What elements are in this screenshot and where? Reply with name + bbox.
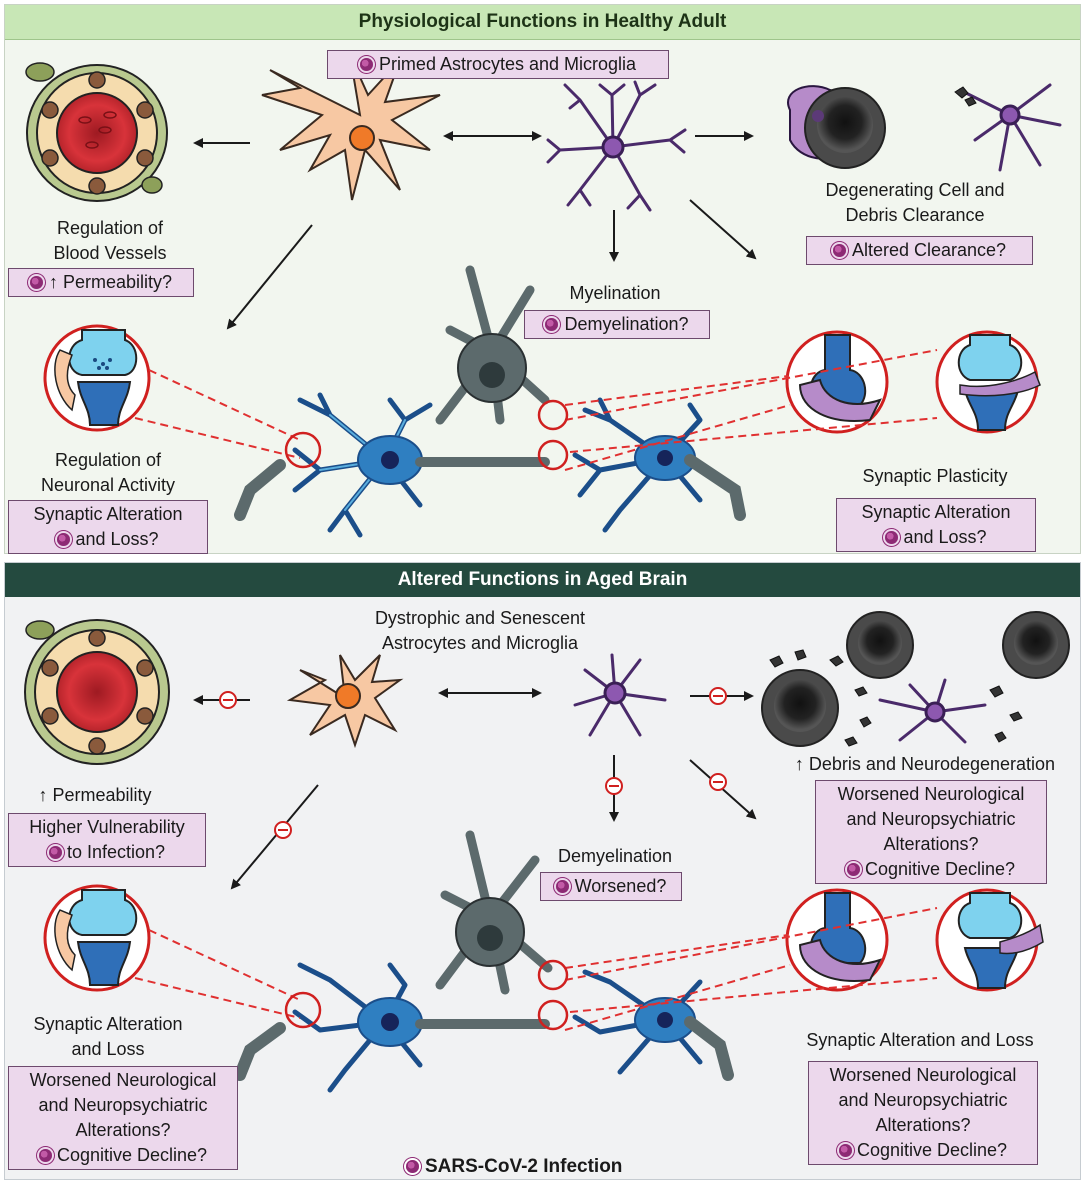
synapse-dashes-aged	[134, 907, 938, 1031]
oligodendrocyte-healthy	[435, 265, 550, 425]
syn-alt-right-line-2: and Loss?	[903, 527, 987, 547]
syn-alt-loss-line-1: Synaptic Alteration	[33, 1014, 183, 1034]
virus-icon	[406, 1160, 419, 1173]
higher-vuln-line-1: Higher Vulnerability	[29, 817, 185, 837]
legend: SARS-CoV-2 Infection	[406, 1156, 622, 1178]
virus-icon	[846, 863, 860, 876]
syn-alt-loss-line-2: and Loss	[71, 1039, 145, 1059]
microglia-healthy	[546, 80, 687, 212]
syn-alt-left-line-1: Synaptic Alteration	[33, 504, 183, 524]
primed-glia-box: Primed Astrocytes and Microglia	[327, 50, 669, 79]
degenerating-label: Degenerating Cell and Debris Clearance	[780, 178, 1050, 228]
degenerating-cell-healthy	[787, 85, 886, 169]
synapse-zoom-mid-aged	[785, 888, 889, 992]
altered-clearance-box: Altered Clearance?	[806, 236, 1033, 265]
permeability-question-box: ↑ Permeability?	[8, 268, 194, 297]
myelination-label: Myelination	[569, 283, 661, 303]
virus-icon	[555, 880, 569, 893]
worsened-l-line-4: Cognitive Decline?	[56, 1145, 208, 1165]
worsened-right-bottom-box: Worsened Neurological and Neuropsychiatr…	[808, 1061, 1038, 1165]
synaptic-alteration-loss-left-label: Synaptic Alteration and Loss	[8, 1012, 208, 1062]
synapse-zoom-left-aged	[43, 884, 151, 992]
microglia-aged	[573, 653, 667, 737]
dystrophic-line-1: Dystrophic and Senescent	[374, 608, 586, 628]
synapse-zoom-right-aged	[935, 888, 1044, 992]
virus-icon	[57, 533, 71, 546]
arrows-healthy	[193, 131, 757, 330]
worsened-rb-line-1: Worsened Neurological	[829, 1065, 1017, 1085]
aged-brain-banner: Altered Functions in Aged Brain	[5, 563, 1080, 597]
dystrophic-line-2: Astrocytes and Microglia	[381, 633, 579, 653]
higher-vulnerability-box: Higher Vulnerability to Infection?	[8, 813, 206, 867]
synaptic-plasticity-label: Synaptic Plasticity	[862, 466, 1008, 486]
worsened-r-line-2: and Neuropsychiatric	[846, 809, 1016, 829]
inhibition-icons	[219, 687, 727, 839]
virus-icon	[359, 58, 373, 71]
regulation-neuronal-activity-label: Regulation of Neuronal Activity	[8, 448, 208, 498]
higher-vuln-line-2: to Infection?	[66, 842, 166, 862]
worsened-right-top-box: Worsened Neurological and Neuropsychiatr…	[815, 780, 1047, 884]
blood-vessel-healthy	[25, 62, 168, 202]
virus-icon	[832, 244, 846, 257]
worsened-r-line-3: Alterations?	[883, 834, 979, 854]
virus-icon	[38, 1149, 52, 1162]
syn-alt-left-line-2: and Loss?	[75, 529, 159, 549]
synapse-dashes-healthy	[134, 349, 938, 471]
syn-alt-right-line-1: Synaptic Alteration	[861, 502, 1011, 522]
regulation-na-line-1: Regulation of	[54, 450, 162, 470]
worsened-question-box: Worsened?	[540, 872, 682, 901]
microglia-aged-right	[878, 678, 987, 744]
neuron-right-aged	[572, 969, 734, 1081]
legend-label: SARS-CoV-2 Infection	[425, 1156, 623, 1177]
virus-icon	[885, 531, 899, 544]
astrocyte-aged	[286, 654, 404, 749]
oligodendrocyte-aged	[435, 830, 553, 995]
permeability-question-label: ↑ Permeability?	[48, 272, 173, 292]
virus-icon	[48, 846, 62, 859]
regulation-bv-line-1: Regulation of	[56, 218, 164, 238]
neuron-left-aged	[234, 962, 550, 1093]
worsened-r-line-4: Cognitive Decline?	[864, 859, 1016, 879]
worsened-left-box: Worsened Neurological and Neuropsychiatr…	[8, 1066, 238, 1170]
degenerating-line-1: Degenerating Cell and	[825, 180, 1005, 200]
regulation-blood-vessels-label: Regulation of Blood Vessels	[10, 216, 210, 266]
worsened-l-line-2: and Neuropsychiatric	[38, 1095, 208, 1115]
degenerating-line-2: Debris Clearance	[845, 205, 985, 225]
demyelination-question-box: Demyelination?	[524, 310, 710, 339]
debris-label: ↑ Debris and Neurodegeneration	[794, 754, 1056, 774]
microglia-phagocytosing	[954, 83, 1062, 172]
altered-clearance-label: Altered Clearance?	[851, 240, 1007, 260]
worsened-r-line-1: Worsened Neurological	[837, 784, 1025, 804]
worsened-question-label: Worsened?	[574, 876, 667, 896]
synaptic-alteration-loss-right-label: Synaptic Alteration and Loss	[806, 1030, 1034, 1050]
worsened-l-line-3: Alterations?	[75, 1120, 171, 1140]
neuron-right-healthy	[234, 397, 746, 533]
demyelination-label: Demyelination	[557, 846, 673, 866]
worsened-rb-line-3: Alterations?	[875, 1115, 971, 1135]
primed-glia-label: Primed Astrocytes and Microglia	[378, 54, 637, 74]
regulation-na-line-2: Neuronal Activity	[40, 475, 176, 495]
permeability-label: ↑ Permeability	[38, 785, 152, 805]
virus-icon	[838, 1144, 852, 1157]
dystrophic-label: Dystrophic and Senescent Astrocytes and …	[330, 606, 630, 656]
synapse-zoom-left-healthy	[43, 324, 151, 432]
worsened-rb-line-2: and Neuropsychiatric	[838, 1090, 1008, 1110]
healthy-adult-banner: Physiological Functions in Healthy Adult	[5, 5, 1080, 40]
regulation-bv-line-2: Blood Vessels	[53, 243, 167, 263]
degenerating-cells-aged	[761, 611, 1070, 747]
worsened-rb-line-4: Cognitive Decline?	[856, 1140, 1008, 1160]
virus-icon	[29, 276, 43, 289]
synapse-zoom-right-healthy	[935, 330, 1041, 434]
synaptic-alteration-left-box: Synaptic Alteration and Loss?	[8, 500, 208, 554]
worsened-l-line-1: Worsened Neurological	[29, 1070, 217, 1090]
blood-vessel-aged	[24, 619, 170, 765]
virus-icon	[545, 318, 559, 331]
synaptic-alteration-right-box: Synaptic Alteration and Loss?	[836, 498, 1036, 552]
neuron-left-healthy	[292, 392, 550, 538]
synapse-zoom-mid-healthy	[785, 330, 889, 434]
demyelination-question-label: Demyelination?	[564, 314, 689, 334]
